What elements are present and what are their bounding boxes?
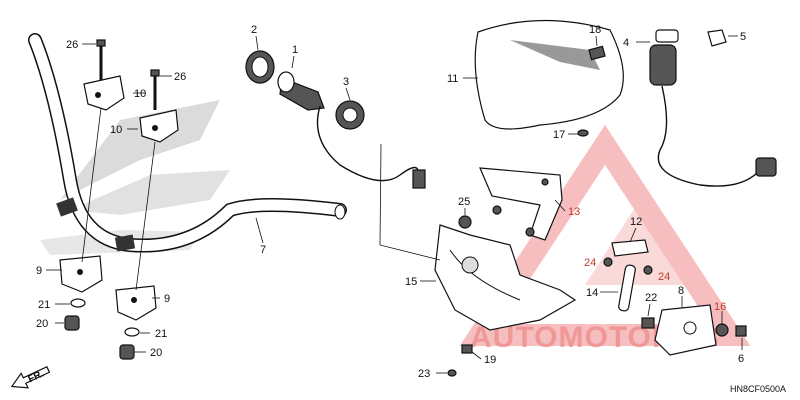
switch-harness bbox=[657, 85, 759, 187]
handlebar bbox=[28, 33, 347, 253]
callout-24-right: 24 bbox=[658, 271, 670, 283]
stay-bracket bbox=[611, 239, 649, 257]
callout-labels: 1 2 3 4 5 6 7 8 9 9 10 10 11 12 13 14 15… bbox=[36, 24, 746, 380]
washer-21-left bbox=[70, 298, 86, 308]
front-direction-arrow: FR. bbox=[10, 366, 51, 389]
callout-24-left: 24 bbox=[584, 257, 596, 269]
meter-visor bbox=[474, 19, 624, 130]
switch-knob bbox=[707, 29, 727, 47]
bolt-24-left bbox=[603, 257, 613, 267]
grip-rubber bbox=[245, 50, 275, 84]
meter-bracket bbox=[479, 167, 563, 241]
callout-9-right: 9 bbox=[164, 293, 170, 305]
callout-10-top: 10 bbox=[134, 88, 146, 100]
callout-2: 2 bbox=[251, 24, 257, 36]
callout-25: 25 bbox=[458, 196, 470, 208]
callout-26-top: 26 bbox=[66, 39, 78, 51]
screw-23 bbox=[447, 369, 457, 377]
pipe-14 bbox=[618, 264, 636, 312]
screw-19 bbox=[461, 344, 473, 354]
callout-26-bottom: 26 bbox=[174, 71, 186, 83]
bolt-26-left bbox=[96, 39, 106, 80]
bolt-6 bbox=[735, 325, 747, 337]
callout-5: 5 bbox=[740, 31, 746, 43]
callout-11: 11 bbox=[447, 73, 458, 85]
wire-connector bbox=[412, 169, 426, 189]
clip-18 bbox=[588, 45, 606, 61]
leader-lines bbox=[46, 35, 743, 374]
throttle-housing bbox=[277, 71, 325, 111]
callout-1: 1 bbox=[292, 44, 298, 56]
callout-13: 13 bbox=[568, 206, 580, 218]
upper-holder-right bbox=[139, 109, 179, 143]
callout-3: 3 bbox=[343, 76, 349, 88]
lower-holder-right bbox=[115, 285, 157, 321]
mount-plate bbox=[654, 304, 717, 356]
callout-6: 6 bbox=[738, 353, 744, 365]
callout-10-bottom: 10 bbox=[110, 124, 122, 136]
callout-14: 14 bbox=[586, 287, 598, 299]
callout-22: 22 bbox=[645, 292, 657, 304]
callout-7: 7 bbox=[260, 244, 266, 256]
washer-21-right bbox=[124, 327, 140, 337]
assembly-guide-lines bbox=[81, 107, 156, 291]
callout-20-right: 20 bbox=[150, 347, 162, 359]
bolt-26-right bbox=[150, 69, 160, 110]
nut-25 bbox=[458, 215, 472, 229]
callout-19: 19 bbox=[484, 354, 496, 366]
diagram-code: HN8CF0500A bbox=[730, 384, 786, 394]
callout-21-right: 21 bbox=[155, 328, 167, 340]
callout-15: 15 bbox=[405, 276, 417, 288]
callout-12: 12 bbox=[630, 216, 642, 228]
lower-holder-left bbox=[59, 255, 103, 293]
nut-16 bbox=[715, 323, 729, 337]
callout-8: 8 bbox=[678, 285, 684, 297]
nut-20-left bbox=[64, 315, 80, 331]
nut-20-right bbox=[119, 344, 135, 360]
ignition-switch bbox=[649, 29, 679, 86]
callout-20-left: 20 bbox=[36, 318, 48, 330]
callout-4: 4 bbox=[623, 37, 629, 49]
switch-housing-ring bbox=[335, 100, 365, 130]
callout-9-left: 9 bbox=[36, 265, 42, 277]
screw-17 bbox=[577, 129, 589, 137]
upper-holder-left bbox=[83, 75, 125, 111]
throttle-wire bbox=[316, 105, 419, 182]
handlebar-cover bbox=[434, 224, 577, 331]
callout-17: 17 bbox=[553, 129, 565, 141]
callout-16: 16 bbox=[714, 301, 726, 313]
bolt-24-right bbox=[643, 265, 653, 275]
switch-connector bbox=[755, 157, 777, 177]
callout-23: 23 bbox=[418, 368, 430, 380]
callout-21-left: 21 bbox=[38, 299, 50, 311]
callout-18: 18 bbox=[589, 24, 601, 36]
rubber-22 bbox=[641, 317, 655, 329]
